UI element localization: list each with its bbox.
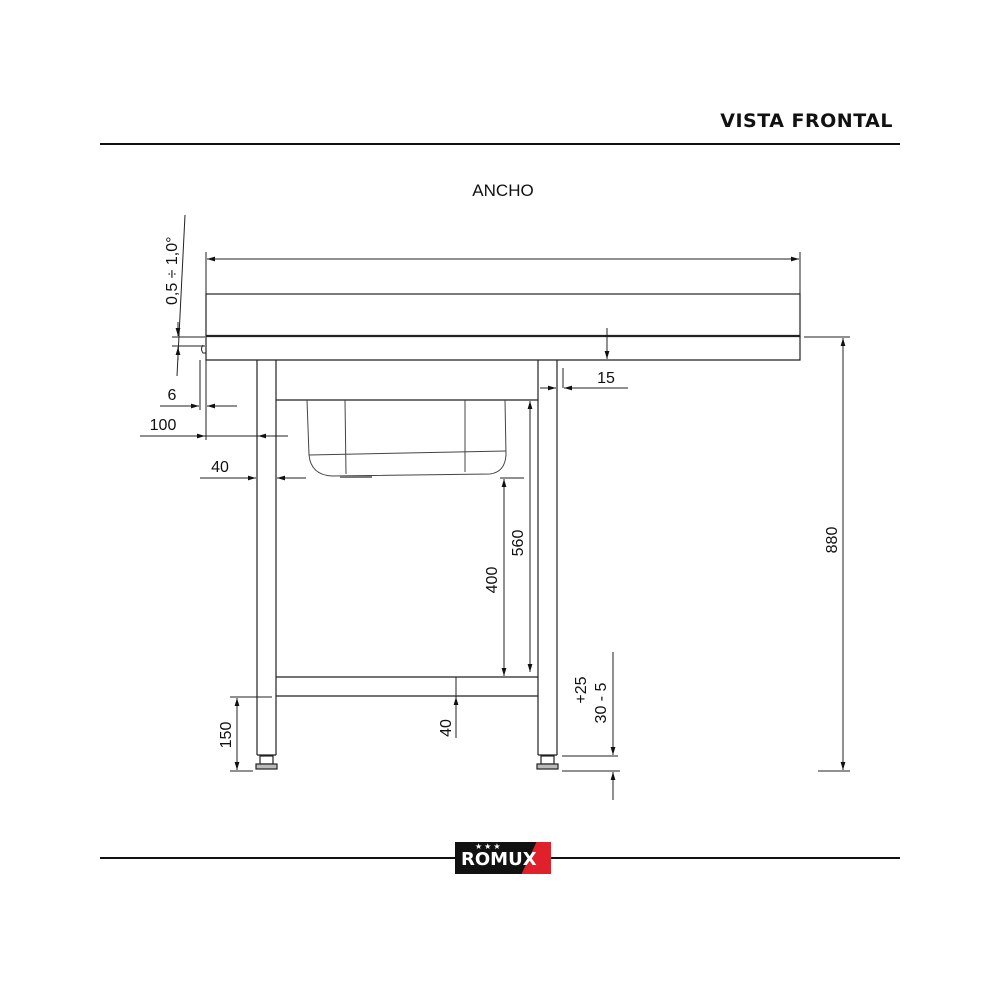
lower-shelf [276,676,538,697]
edge-offset-dimension [160,360,237,440]
top-thickness-label: 15 [597,370,615,387]
logo-text: ROMUX [461,849,537,870]
shelf-height-dimension [230,696,272,772]
right-leg [536,360,559,770]
total-height-dimension [804,336,850,772]
header-divider [100,143,900,145]
table-top [201,293,801,361]
shelf-thickness-label: 40 [438,719,455,737]
romux-logo: ★★★ ROMUX [455,842,551,874]
logo-stars: ★★★ [475,842,503,851]
leg-inset-label: 100 [150,417,177,434]
edge-offset-label: 6 [168,387,177,404]
foot-adjust-base-label: 30 - 5 [593,682,610,723]
basin-shelf-label: 400 [484,567,501,594]
foot-adjust-dimension [562,652,620,800]
foot-adjust-plus-label: +25 [573,676,590,703]
left-leg [255,360,278,770]
total-height-label: 880 [824,527,841,554]
footer-divider-left [100,857,455,859]
width-dimension [205,252,801,340]
basin-shelf-dimension [500,477,524,676]
footer-divider-right [551,857,900,859]
leg-clear-label: 560 [510,530,527,557]
tilt-label: 0,5 ÷ 1,0° [164,236,181,305]
leg-width-label: 40 [211,459,229,476]
tilt-dimension [172,214,205,377]
top-thickness-dimension [540,328,628,391]
shelf-height-label: 150 [218,722,235,749]
sink-basin [306,399,507,478]
width-label: ANCHO [472,181,533,200]
view-title: VISTA FRONTAL [720,110,893,132]
